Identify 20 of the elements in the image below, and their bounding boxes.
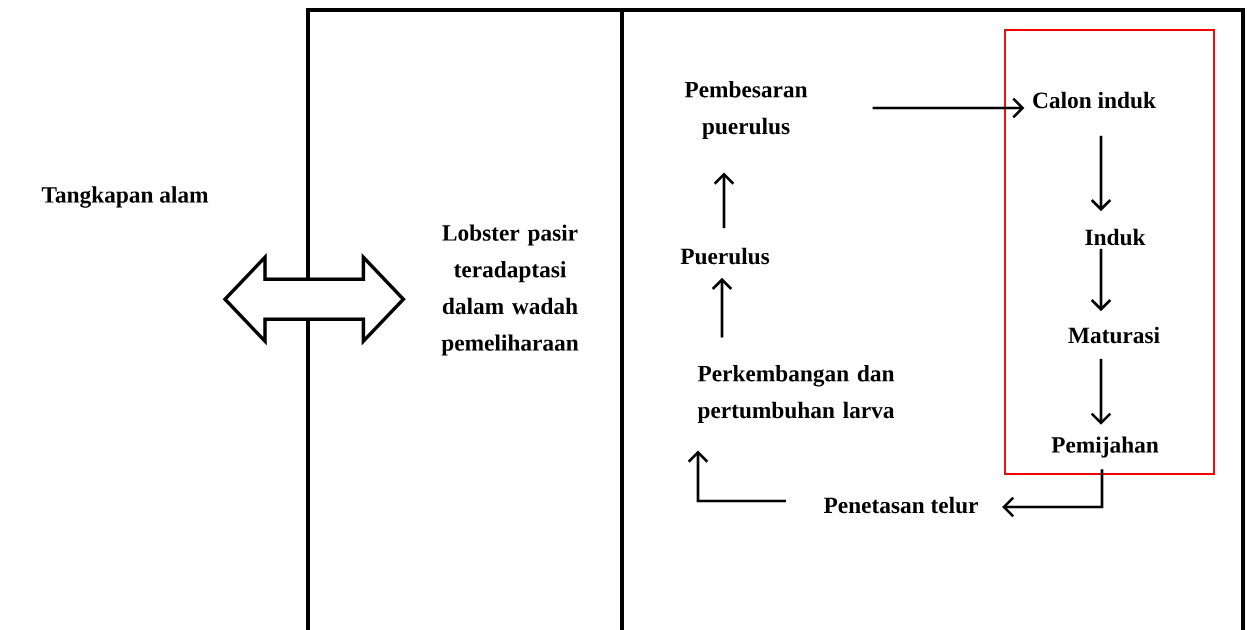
stage-label: Puerulus bbox=[680, 247, 770, 265]
source-label: Tangkapan alam bbox=[41, 186, 209, 208]
arrow bbox=[1090, 358, 1112, 425]
arrow bbox=[711, 277, 733, 338]
arrow bbox=[687, 450, 786, 503]
arrow bbox=[1090, 248, 1112, 312]
panel-box bbox=[620, 8, 1245, 630]
arrow bbox=[872, 97, 1025, 119]
stage-label: Pemijahan bbox=[1051, 436, 1159, 458]
stage-label: Perkembangan dan pertumbuhan larva bbox=[697, 365, 895, 423]
stage-label: Maturasi bbox=[1068, 326, 1160, 344]
stage-label: Induk bbox=[1085, 228, 1146, 246]
stage-label: Penetasan telur bbox=[823, 496, 978, 514]
stage-label: Pembesaran puerulus bbox=[684, 81, 808, 139]
arrow bbox=[713, 172, 735, 229]
stage-label: Lobster pasir teradaptasi dalam wadah pemeliharaan bbox=[441, 224, 579, 356]
stage-label: Calon induk bbox=[1033, 91, 1156, 109]
arrow bbox=[1002, 469, 1104, 518]
highlight-box bbox=[1004, 29, 1215, 475]
arrow bbox=[1090, 135, 1112, 212]
